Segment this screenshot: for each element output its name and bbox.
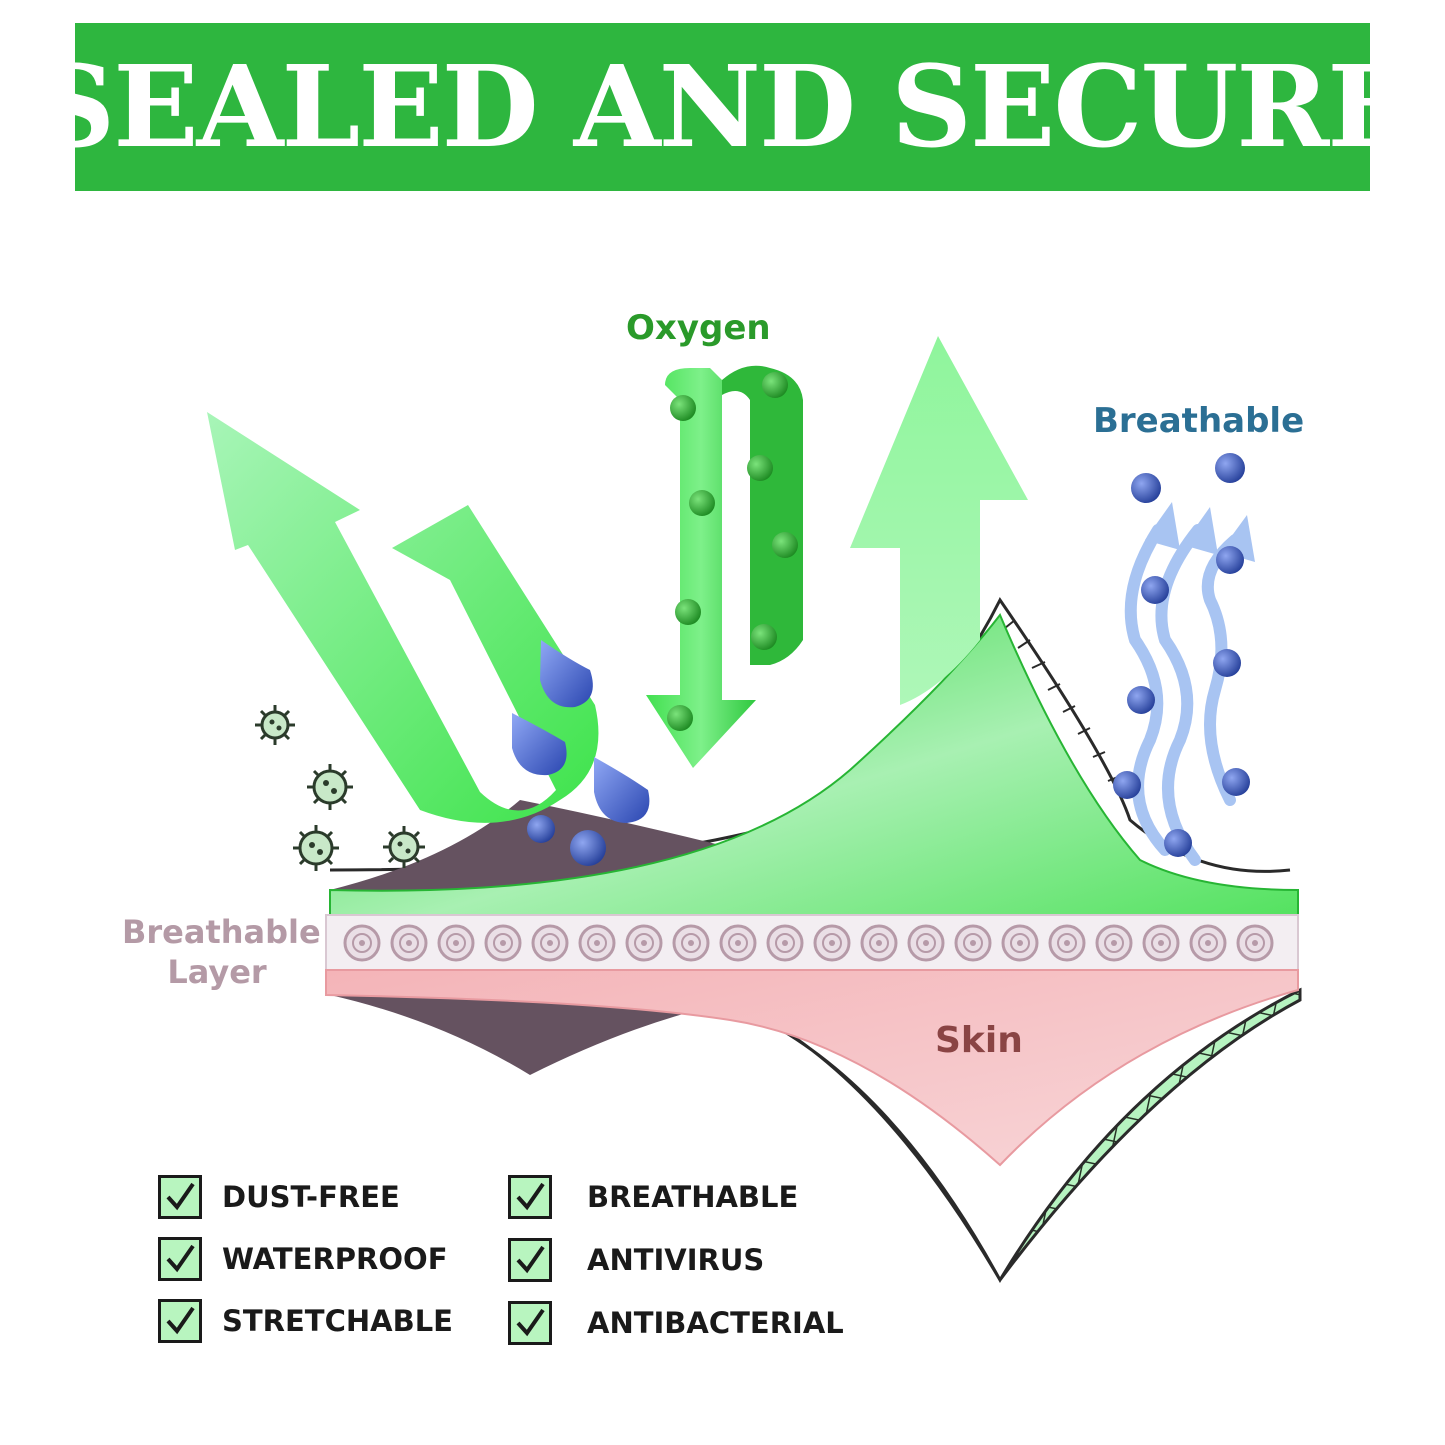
breathable-layer-label-line1: Breathable (122, 913, 321, 951)
up-arrow (850, 336, 1028, 705)
feature-breathable: BREATHABLE (508, 1175, 798, 1219)
virus-spikes (255, 705, 425, 871)
check-icon (158, 1237, 202, 1281)
title-banner: SEALED AND SECURE (34, 23, 1413, 191)
feature-dust-free: DUST-FREE (158, 1175, 400, 1219)
oxygen-arrow-loop (722, 365, 803, 665)
check-icon (158, 1175, 202, 1219)
feature-stretchable: STRETCHABLE (158, 1299, 453, 1343)
feature-label: ANTIBACTERIAL (587, 1306, 844, 1340)
breathable-layer-label-line2: Layer (167, 953, 267, 991)
virus-dots (269, 719, 411, 855)
breathable-pores (343, 924, 1274, 962)
check-icon (508, 1301, 552, 1345)
feature-waterproof: WATERPROOF (158, 1237, 448, 1281)
breathable-label: Breathable (1093, 401, 1305, 441)
curved-arrow-left (207, 412, 599, 823)
oxygen-molecule-icon (667, 372, 798, 731)
oxygen-arrow (646, 368, 756, 768)
feature-antivirus: ANTIVIRUS (508, 1238, 764, 1282)
water-drop-icon (512, 640, 650, 866)
air-molecule-icon (1113, 453, 1250, 857)
feature-label: DUST-FREE (222, 1180, 400, 1214)
banner-title: SEALED AND SECURE (34, 41, 1412, 173)
skin-label: Skin (935, 1020, 1023, 1061)
feature-label: WATERPROOF (222, 1242, 448, 1276)
check-icon (158, 1299, 202, 1343)
feature-label: ANTIVIRUS (587, 1243, 765, 1277)
tissue-grid-bottom (699, 987, 1302, 1283)
feature-label: BREATHABLE (587, 1180, 799, 1214)
oxygen-label: Oxygen (626, 308, 771, 348)
skin-layer (325, 969, 1299, 1167)
waterproof-membrane (329, 613, 1299, 916)
dark-membrane-bottom (330, 990, 740, 1075)
feature-antibacterial: ANTIBACTERIAL (508, 1301, 844, 1345)
check-icon (508, 1238, 552, 1282)
breathable-layer-label: Breathable Layer (122, 912, 321, 992)
check-icon (508, 1175, 552, 1219)
feature-label: STRETCHABLE (222, 1304, 453, 1338)
